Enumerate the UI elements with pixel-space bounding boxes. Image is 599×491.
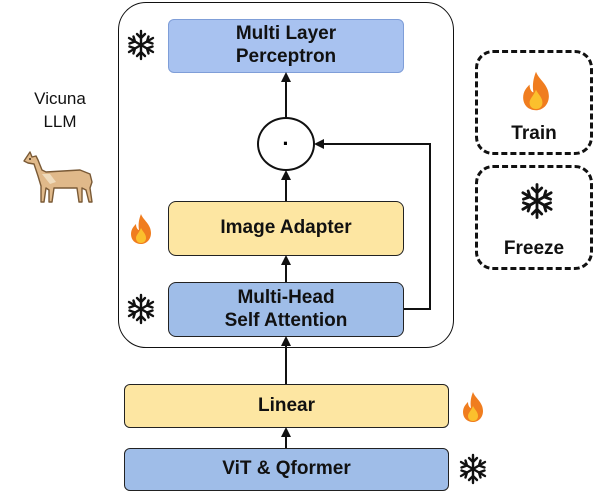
vit-qformer-block: ViT & Qformer xyxy=(124,448,449,491)
llm-label: Vicuna LLM xyxy=(34,89,86,131)
snowflake-icon xyxy=(127,293,155,325)
fire-icon xyxy=(463,392,483,422)
snowflake-icon xyxy=(521,183,553,219)
snowflake-icon xyxy=(127,29,155,61)
fire-icon xyxy=(523,71,549,111)
legend-train: Train xyxy=(475,50,593,155)
skip-connection-arrow xyxy=(314,139,431,310)
fire-icon xyxy=(131,214,151,244)
legend-freeze-label: Freeze xyxy=(503,238,565,259)
legend-train-label: Train xyxy=(511,123,557,144)
snowflake-icon xyxy=(459,453,487,485)
image-adapter-block: Image Adapter xyxy=(168,201,404,256)
legend-freeze: Freeze xyxy=(475,165,593,270)
attention-block: Multi-Head Self Attention xyxy=(168,282,404,337)
mlp-block: Multi Layer Perceptron xyxy=(168,19,404,73)
vicuna-icon xyxy=(23,151,93,203)
dot-symbol: · xyxy=(282,131,290,156)
